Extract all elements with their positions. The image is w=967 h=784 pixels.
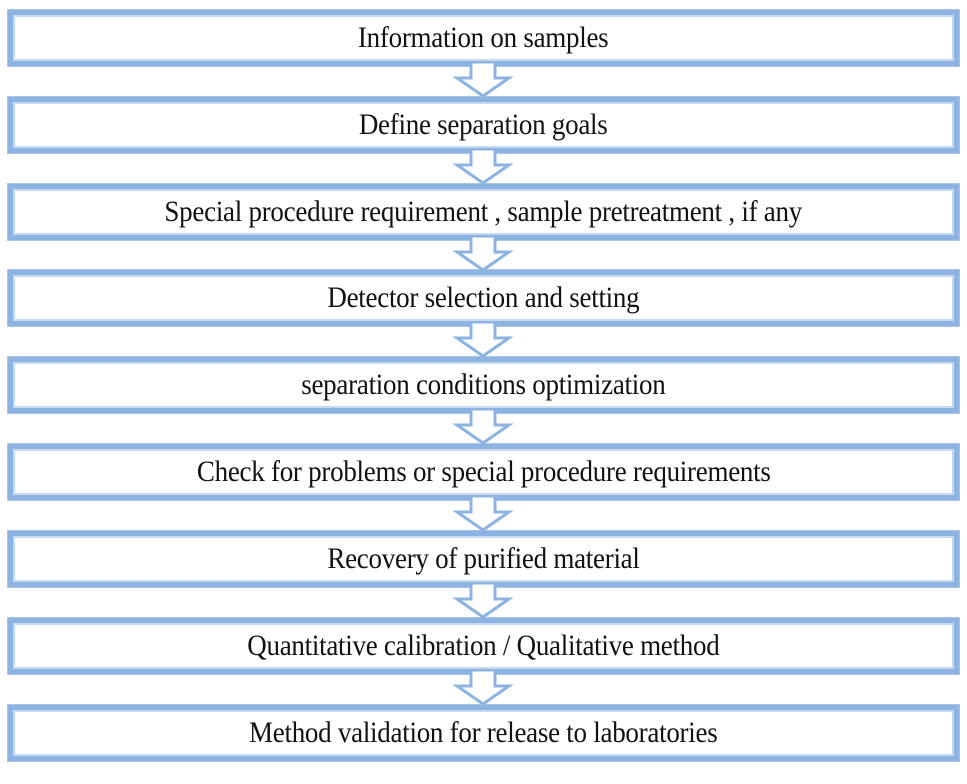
step-box-4: Detector selection and setting: [8, 270, 959, 326]
step-box-2: Define separation goals: [8, 97, 959, 153]
step-box-8: Quantitative calibration / Qualitative m…: [8, 618, 959, 674]
step-label-9: Method validation for release to laborat…: [249, 716, 718, 749]
step-box-6: Check for problems or special procedure …: [8, 444, 959, 500]
down-arrow-icon: [452, 62, 514, 98]
step-label-6: Check for problems or special procedure …: [196, 455, 771, 488]
down-arrow-icon: [452, 409, 514, 445]
down-arrow-icon: [452, 322, 514, 358]
step-box-9: Method validation for release to laborat…: [8, 705, 959, 761]
step-box-5: separation conditions optimization: [8, 357, 959, 413]
step-label-7: Recovery of purified material: [327, 542, 640, 575]
down-arrow-icon: [452, 236, 514, 272]
down-arrow-icon: [452, 583, 514, 619]
step-box-7: Recovery of purified material: [8, 531, 959, 587]
step-label-4: Detector selection and setting: [327, 281, 640, 314]
step-box-1: Information on samples: [8, 10, 959, 66]
step-label-3: Special procedure requirement , sample p…: [164, 195, 803, 228]
step-label-8: Quantitative calibration / Qualitative m…: [247, 629, 720, 662]
step-label-2: Define separation goals: [359, 108, 608, 141]
step-box-3: Special procedure requirement , sample p…: [8, 184, 959, 240]
down-arrow-icon: [452, 670, 514, 706]
step-label-1: Information on samples: [358, 21, 609, 54]
down-arrow-icon: [452, 149, 514, 185]
down-arrow-icon: [452, 496, 514, 532]
step-label-5: separation conditions optimization: [301, 368, 666, 401]
